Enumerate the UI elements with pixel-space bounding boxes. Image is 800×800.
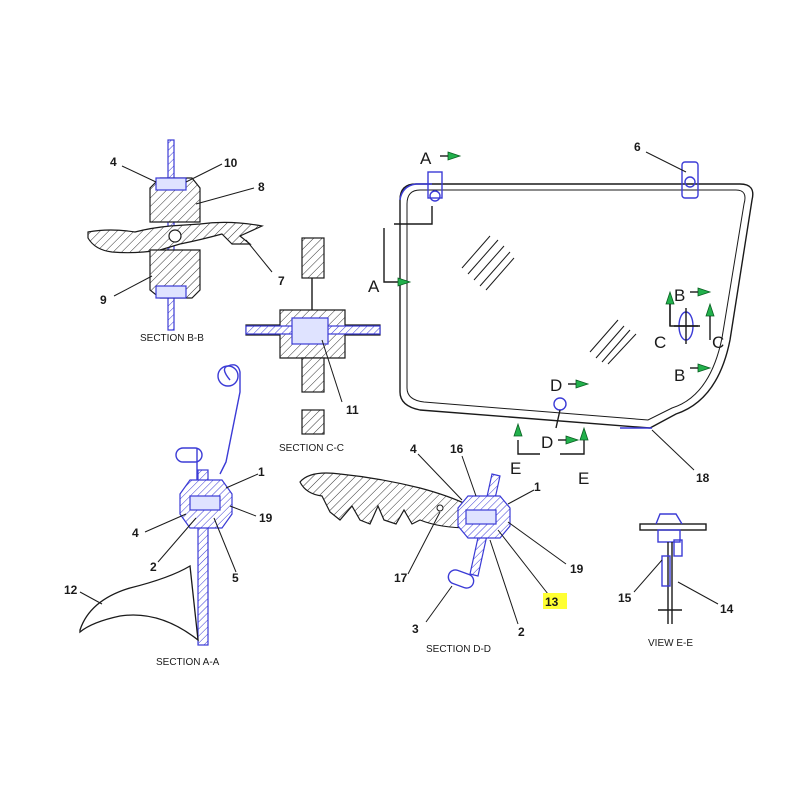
callout-19-dd: 19 — [570, 562, 584, 576]
cut-line-a — [383, 206, 433, 283]
section-bb-drawing — [87, 139, 264, 331]
section-letter-c-left: C — [654, 333, 666, 352]
callout-3: 3 — [412, 622, 419, 636]
section-letter-a-top: A — [420, 149, 432, 168]
callout-5: 5 — [232, 571, 239, 585]
callout-6: 6 — [634, 140, 641, 154]
view-ee-drawing — [639, 513, 707, 624]
callout-13[interactable]: 13 — [545, 595, 559, 609]
section-dd-drawing — [299, 472, 511, 589]
callout-4-dd: 4 — [410, 442, 417, 456]
caption-section-aa: SECTION A-A — [156, 657, 220, 668]
callout-10: 10 — [224, 156, 238, 170]
callout-8: 8 — [258, 180, 265, 194]
section-cc-drawing — [245, 237, 381, 435]
callout-7: 7 — [278, 274, 285, 288]
section-aa-leaders — [79, 473, 259, 605]
section-letter-b-top: B — [674, 286, 685, 305]
callout-15: 15 — [618, 591, 632, 605]
callout-2-dd: 2 — [518, 625, 525, 639]
section-letter-c-right: C — [712, 333, 724, 352]
callout-12: 12 — [64, 583, 78, 597]
cut-line-e — [517, 440, 585, 455]
cut-line-b — [669, 302, 700, 327]
section-letter-e-left: E — [510, 459, 521, 478]
callout-11: 11 — [346, 403, 359, 417]
callout-13-highlight — [543, 593, 567, 609]
leader-15 — [633, 559, 663, 593]
section-letter-d-top: D — [550, 376, 562, 395]
leader-18 — [651, 429, 695, 471]
section-aa-drawing — [79, 364, 241, 646]
caption-section-bb: SECTION B-B — [140, 333, 204, 344]
section-letter-e-right: E — [578, 469, 589, 488]
callout-9: 9 — [100, 293, 107, 307]
caption-view-ee: VIEW E-E — [648, 638, 693, 649]
leader-6 — [645, 151, 687, 173]
section-dd-leaders — [407, 453, 567, 625]
callout-4-bb: 4 — [110, 155, 117, 169]
callout-1-aa: 1 — [258, 465, 265, 479]
section-bb-leaders — [113, 163, 273, 297]
callout-4-aa: 4 — [132, 526, 139, 540]
section-letter-a-left: A — [368, 277, 380, 296]
leader-11 — [321, 339, 343, 403]
section-letter-d-bottom: D — [541, 433, 553, 452]
callout-14: 14 — [720, 602, 734, 616]
leader-14 — [677, 581, 719, 605]
callout-2-aa: 2 — [150, 560, 157, 574]
callout-16: 16 — [450, 442, 464, 456]
callout-17: 17 — [394, 571, 408, 585]
callout-18: 18 — [696, 471, 710, 485]
section-letter-b-bottom: B — [674, 366, 685, 385]
callout-19-aa: 19 — [259, 511, 273, 525]
view-arrows — [397, 151, 715, 445]
caption-section-cc: SECTION C-C — [279, 443, 344, 454]
caption-section-dd: SECTION D-D — [426, 644, 491, 655]
callout-1-dd: 1 — [534, 480, 541, 494]
